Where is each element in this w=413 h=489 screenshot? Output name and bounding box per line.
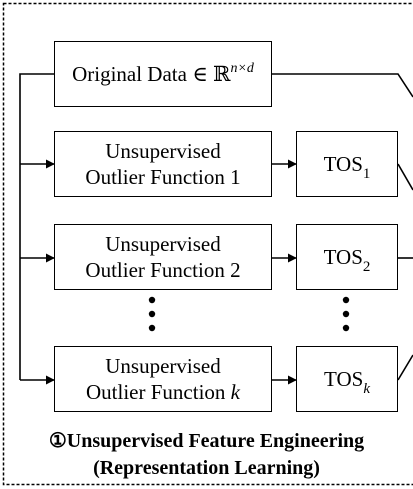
tos-2-box: TOS2	[296, 224, 398, 290]
function-1-line-1: Unsupervised	[105, 139, 221, 163]
outlier-function-1-box: Unsupervised Outlier Function 1	[54, 131, 272, 197]
original-data-label: Original Data ∈ ℝn×d	[72, 61, 254, 87]
tos-2-label: TOS2	[323, 245, 371, 275]
tos-1-box: TOS1	[296, 131, 398, 197]
tos-k-label: TOSk	[324, 367, 370, 397]
bus-line	[19, 73, 54, 380]
function-k-line-1: Unsupervised	[105, 354, 221, 378]
original-data-box: Original Data ∈ ℝn×d	[54, 41, 272, 107]
function-2-line-1: Unsupervised	[105, 232, 221, 256]
outlier-function-2-box: Unsupervised Outlier Function 2	[54, 224, 272, 290]
caption-line-2: (Representation Learning)	[93, 457, 320, 479]
output-line-tos-k	[397, 354, 413, 381]
ellipsis-functions	[148, 296, 156, 332]
function-1-line-2: Outlier Function 1	[85, 165, 241, 189]
step-marker: ①	[48, 430, 67, 452]
caption-line-1: ①Unsupervised Feature Engineering	[48, 430, 365, 452]
tos-k-box: TOSk	[296, 346, 398, 412]
real-set-symbol: ℝ	[213, 62, 231, 86]
function-k-line-2: Outlier Function k	[86, 380, 240, 404]
tos-1-label: TOS1	[323, 152, 371, 182]
output-line-tos-1	[397, 163, 413, 191]
dimension-exponent: n×d	[230, 61, 254, 76]
function-2-line-2: Outlier Function 2	[85, 258, 241, 282]
output-line-original	[270, 73, 413, 98]
outlier-function-k-box: Unsupervised Outlier Function k	[54, 346, 272, 412]
ellipsis-tos	[342, 296, 350, 332]
